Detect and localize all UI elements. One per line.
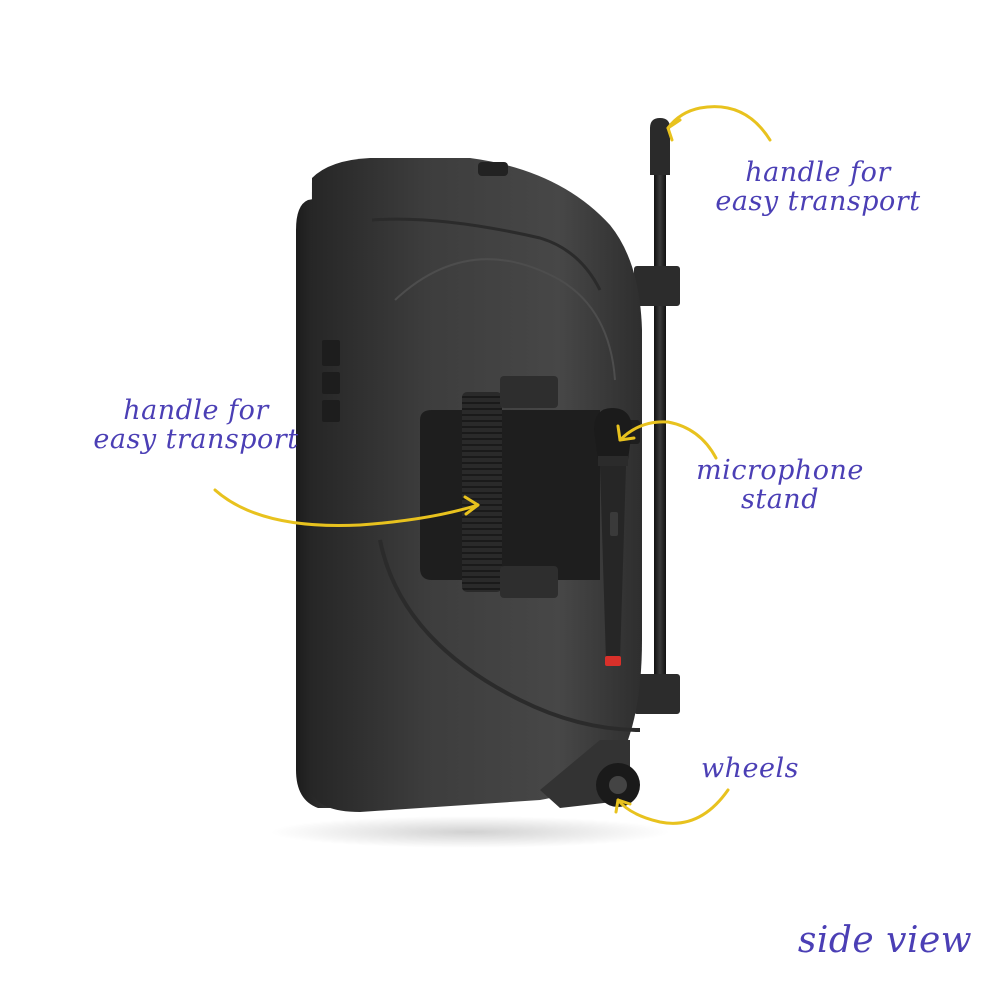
annotation-line: wheels [701, 753, 799, 784]
side-handle-mount-bottom [500, 566, 558, 598]
trolley-collar-top [634, 266, 680, 306]
handle-recess [420, 410, 600, 580]
side-carrying-handle[interactable] [462, 376, 558, 598]
mic-end-cap [605, 656, 621, 666]
mic-shaft [600, 466, 626, 660]
wheel-hub [609, 776, 627, 794]
annotation-top-handle: handle for easy transport [708, 158, 928, 216]
arrow-microphone-head [616, 424, 636, 442]
annotation-line: handle for [123, 395, 269, 426]
shell-contour-lower [378, 539, 641, 732]
annotation-line: stand [741, 484, 819, 516]
annotation-side-handle: handle for easy transport [86, 396, 306, 454]
trolley-grip [650, 118, 670, 175]
vent-slot [322, 400, 340, 422]
arrow-side-handle [213, 488, 480, 528]
arrow-top-handle-head [666, 118, 682, 142]
mic-head [594, 408, 632, 460]
shell-contour-inner [394, 258, 616, 381]
mic-neck [598, 456, 628, 466]
trolley-pole [654, 160, 666, 710]
view-caption-text: side view [797, 920, 973, 961]
annotation-line: easy transport [715, 186, 921, 218]
mic-button [610, 512, 618, 536]
top-foot [478, 162, 508, 176]
arrow-wheels-head [614, 798, 632, 814]
shell-contour-upper [371, 217, 602, 291]
vent-slot [322, 372, 340, 394]
view-caption: side view [790, 920, 980, 961]
trolley-handle[interactable] [634, 118, 680, 714]
arrow-side-handle-head [463, 495, 480, 516]
annotation-line: microphone [696, 455, 864, 486]
vent-slot [322, 340, 340, 366]
annotation-microphone: microphone stand [690, 456, 870, 514]
side-handle-bar [462, 392, 502, 592]
trolley-collar-bottom [634, 674, 680, 714]
callout-arrows [213, 105, 772, 825]
wheel [596, 763, 640, 807]
arrow-microphone [618, 420, 718, 460]
side-handle-mount-top [500, 376, 558, 408]
arrow-wheels [616, 788, 730, 825]
annotation-line: easy transport [93, 424, 299, 456]
annotation-wheels: wheels [690, 754, 810, 783]
annotation-line: handle for [745, 157, 891, 188]
floor-shadow [270, 816, 670, 848]
arrow-top-handle [666, 105, 772, 142]
